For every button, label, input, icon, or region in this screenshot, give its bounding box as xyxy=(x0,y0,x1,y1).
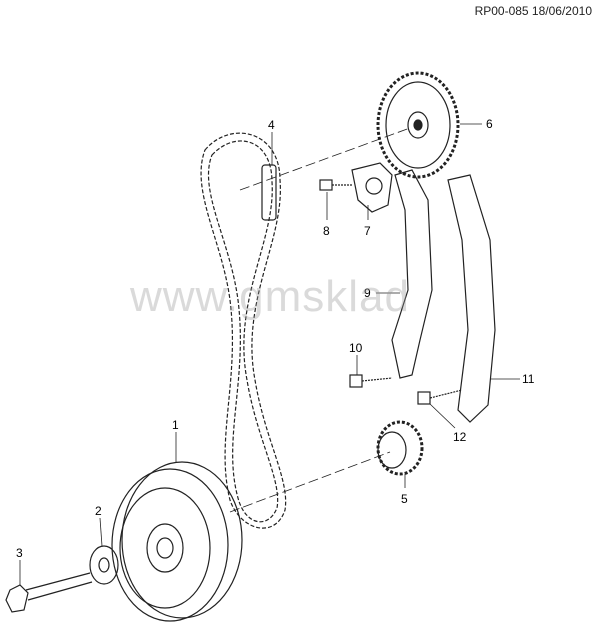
crankshaft-pulley xyxy=(111,461,243,622)
bolt-12 xyxy=(417,389,463,405)
washer xyxy=(89,545,119,585)
timing-chain xyxy=(200,132,287,529)
callout-10: 10 xyxy=(349,341,363,355)
callout-11: 11 xyxy=(522,372,535,386)
callout-1: 1 xyxy=(172,418,179,432)
crankshaft-sprocket xyxy=(376,420,424,476)
bolt-8 xyxy=(319,179,352,191)
watermark: www.gmsklad xyxy=(130,272,410,321)
callout-2: 2 xyxy=(95,504,102,518)
callout-9: 9 xyxy=(364,286,371,300)
chain-link-sample xyxy=(261,164,277,221)
callout-5: 5 xyxy=(401,492,408,506)
callout-6: 6 xyxy=(486,117,493,131)
callout-7: 7 xyxy=(364,224,371,238)
callout-3: 3 xyxy=(16,546,23,560)
fixed-guide xyxy=(447,174,496,423)
callout-12: 12 xyxy=(453,430,467,444)
chain-tensioner xyxy=(351,162,393,213)
bolt-10 xyxy=(349,374,393,388)
reference-code: RP00-085 18/06/2010 xyxy=(474,4,592,18)
callout-8: 8 xyxy=(323,224,330,238)
pulley-bolt xyxy=(5,572,93,613)
callout-4: 4 xyxy=(268,118,275,132)
camshaft-sprocket xyxy=(376,71,460,179)
tensioner-guide xyxy=(391,169,433,379)
